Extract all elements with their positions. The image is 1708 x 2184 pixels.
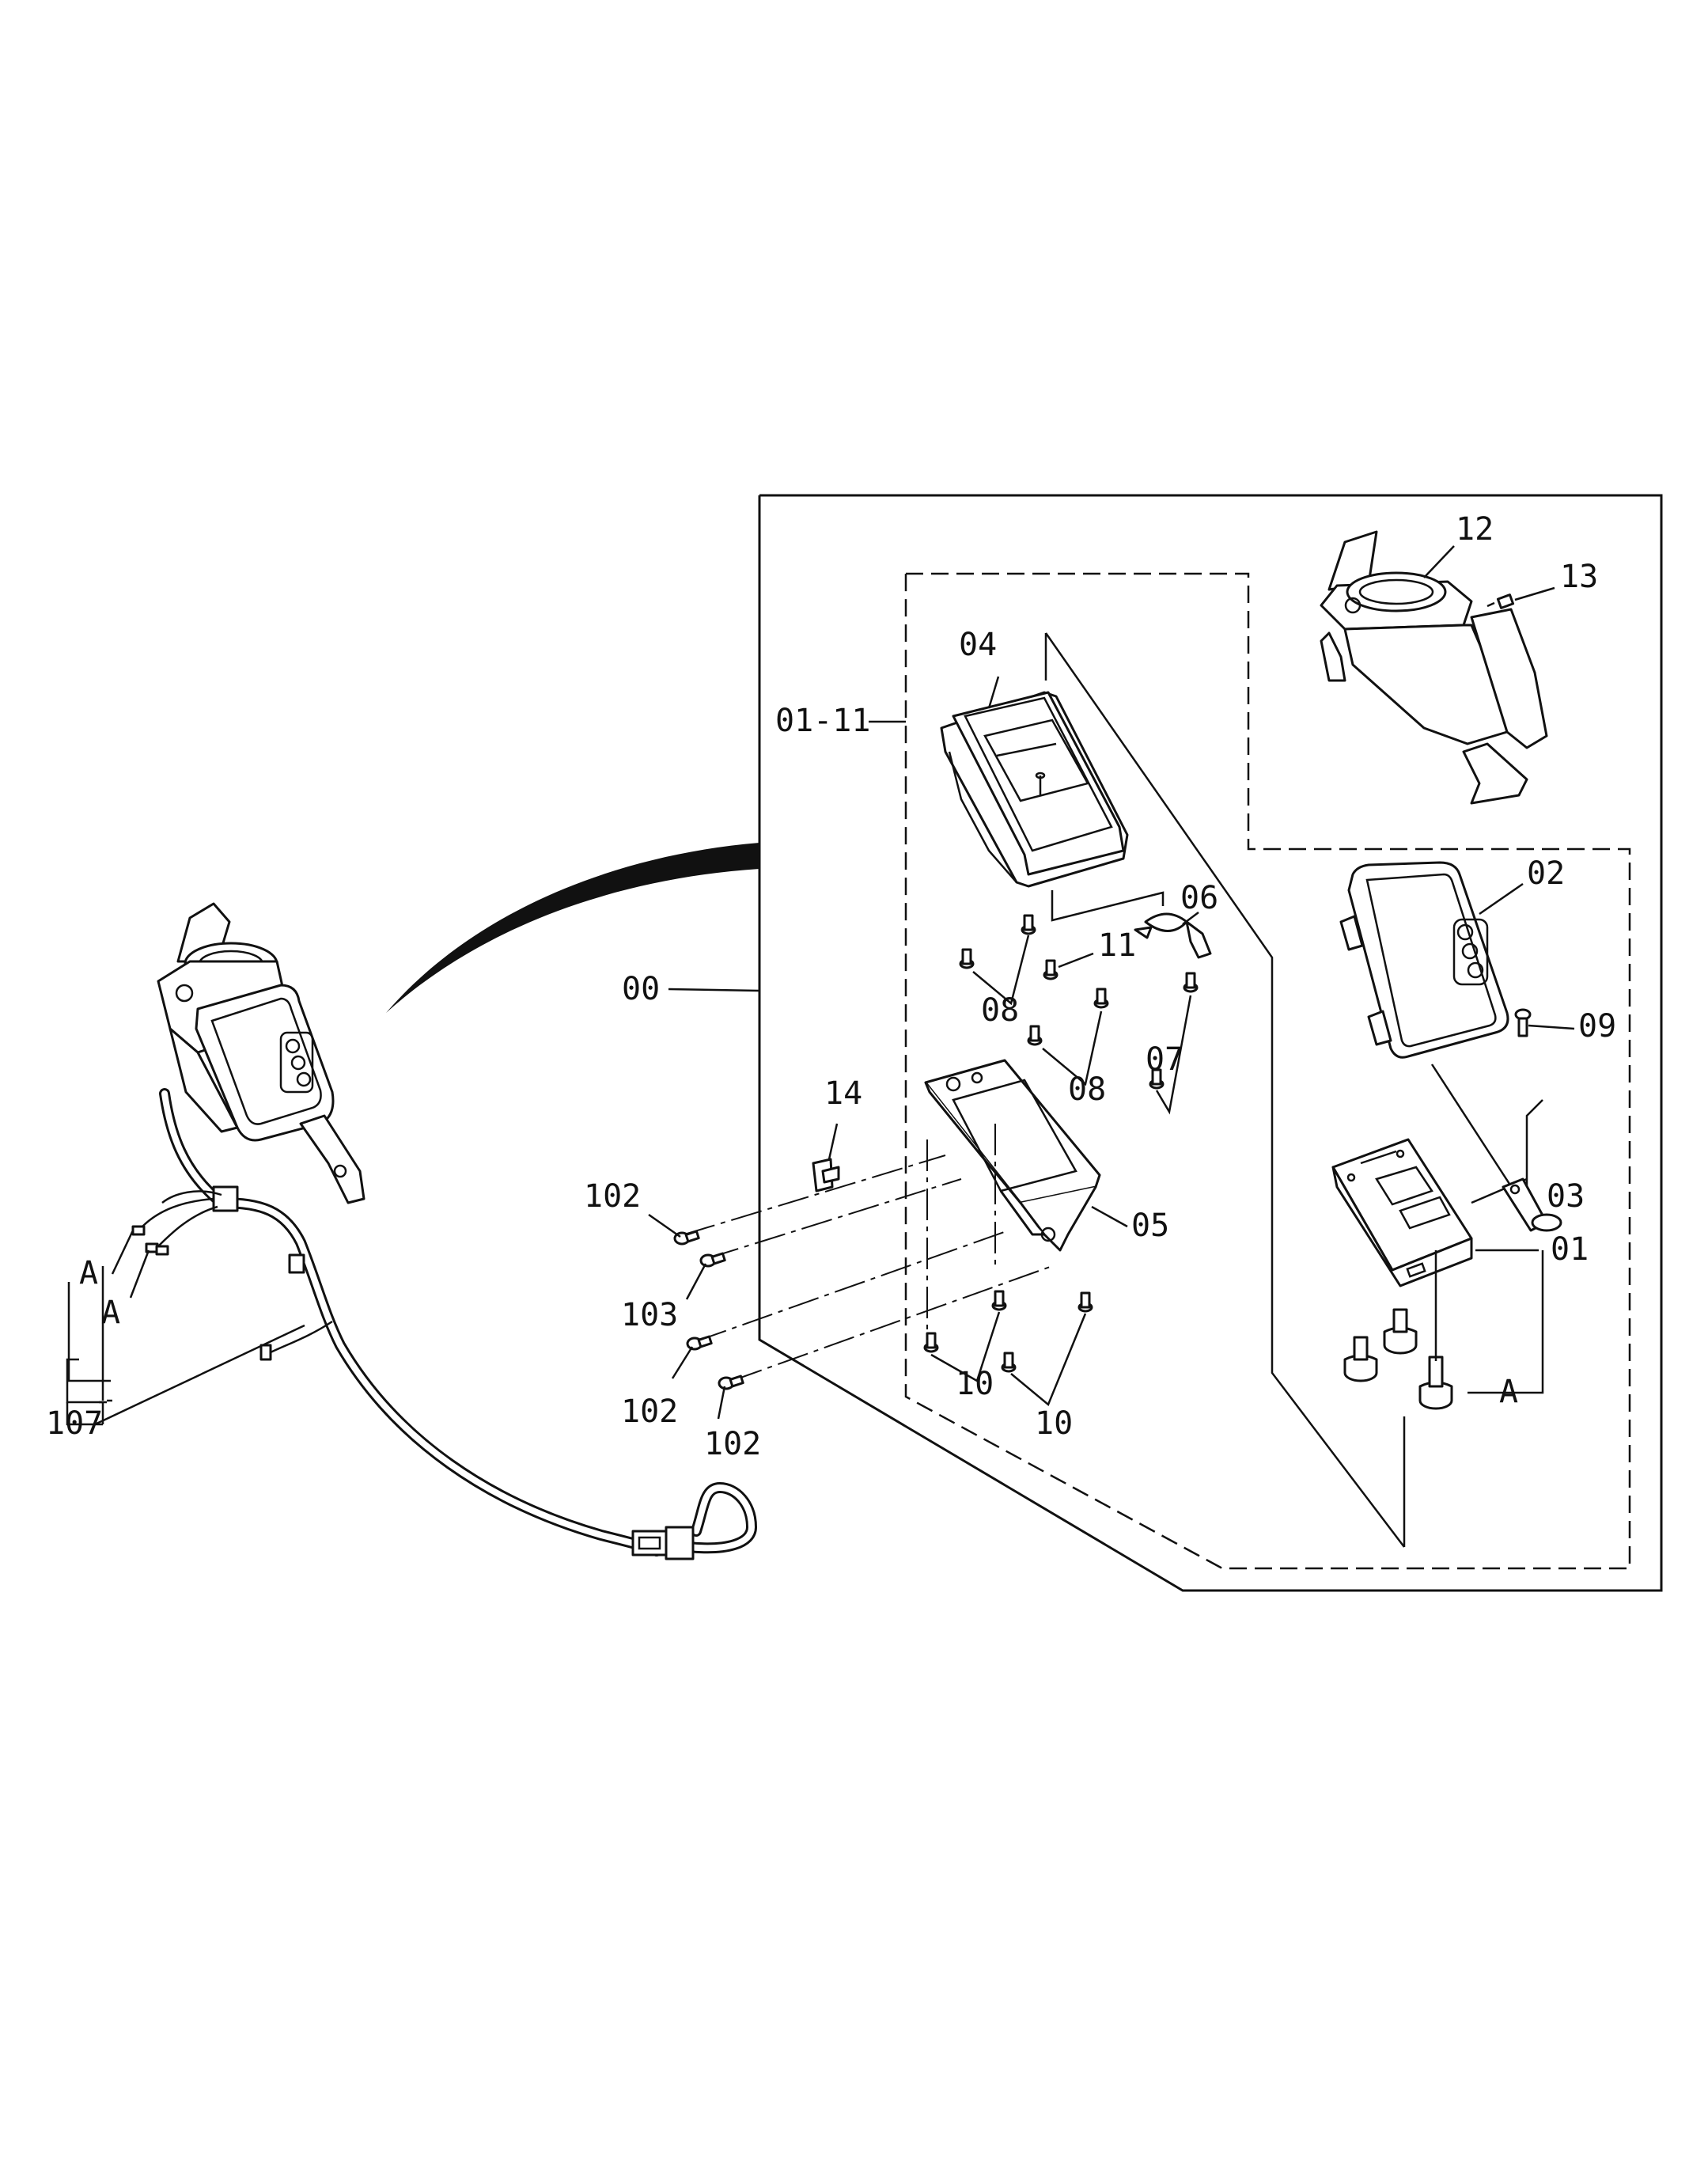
screw-10-d [1077, 1291, 1093, 1313]
label-01-11: 01-11 [775, 703, 870, 739]
screw-07-a [1149, 1068, 1165, 1090]
part-05-base-bracket [924, 1059, 1101, 1252]
label-10-a: 10 [956, 1366, 994, 1402]
label-06: 06 [1180, 880, 1218, 916]
part-13-screw [1486, 593, 1515, 609]
assembly-centre-lines [684, 1124, 1053, 1382]
screw-07-b [1183, 972, 1199, 993]
leader-lines [66, 545, 1575, 1426]
label-04: 04 [959, 627, 997, 663]
leader-04-06 [1051, 890, 1165, 922]
screw-102-a [673, 1230, 700, 1246]
assembly-frame-00 [758, 494, 1663, 1592]
subassembly-frame-01-11 [904, 572, 1631, 1570]
part-03-bracket [1502, 1177, 1562, 1232]
label-A-1: A [79, 1255, 98, 1291]
screw-10-a [923, 1332, 939, 1353]
label-03: 03 [1547, 1178, 1585, 1215]
label-08-b: 08 [1068, 1071, 1106, 1108]
label-102-b: 102 [621, 1393, 678, 1430]
explode-guide-lines [1044, 632, 1543, 1548]
label-107: 107 [46, 1405, 103, 1442]
screw-08-b [1021, 914, 1036, 935]
part-14-plate [812, 1158, 840, 1192]
assembled-control-unit [157, 902, 365, 1204]
label-11: 11 [1098, 927, 1136, 964]
part-12-cup-holder [1320, 530, 1548, 805]
label-09: 09 [1578, 1008, 1616, 1045]
screw-102-b [686, 1335, 713, 1351]
screw-10-b [991, 1290, 1007, 1311]
assembly-sweep-arc [386, 843, 759, 1013]
label-102-a: 102 [584, 1178, 641, 1215]
control-knobs [1343, 1308, 1453, 1410]
screw-103 [699, 1252, 726, 1268]
screw-08-a [959, 948, 975, 969]
label-10-b: 10 [1035, 1405, 1073, 1442]
label-07: 07 [1146, 1041, 1183, 1078]
label-12: 12 [1456, 511, 1494, 548]
part-02-front-cover [1339, 861, 1509, 1059]
screw-11 [1043, 959, 1059, 980]
screw-08-c [1027, 1025, 1043, 1046]
label-00: 00 [622, 971, 660, 1007]
label-02: 02 [1527, 855, 1565, 892]
label-A-2: A [101, 1295, 120, 1331]
label-102-c: 102 [704, 1426, 761, 1462]
label-01: 01 [1551, 1231, 1589, 1268]
part-01-controller [1331, 1138, 1473, 1287]
label-A-3: A [1499, 1374, 1518, 1410]
part-06-clip [1134, 912, 1212, 959]
label-14: 14 [824, 1075, 862, 1112]
label-13: 13 [1560, 559, 1598, 595]
screw-102-c [718, 1374, 744, 1390]
label-08-a: 08 [981, 992, 1019, 1029]
part-09-screw [1514, 1008, 1532, 1037]
label-103: 103 [621, 1297, 678, 1333]
screw-10-c [1001, 1352, 1017, 1373]
label-05: 05 [1131, 1208, 1169, 1244]
part-04-upper-housing [940, 691, 1129, 888]
wire-harness-107 [131, 1088, 758, 1560]
screw-08-d [1093, 988, 1109, 1009]
